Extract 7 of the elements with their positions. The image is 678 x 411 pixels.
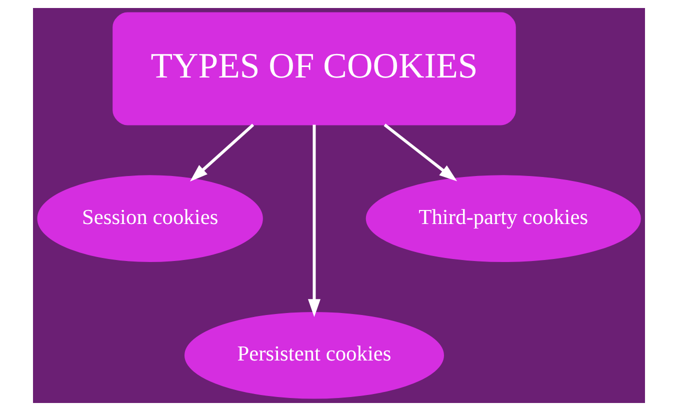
arrow — [308, 124, 320, 317]
node-box: TYPES OF COOKIES — [112, 12, 516, 126]
arrow — [384, 124, 458, 182]
node-ellipse: Third-party cookies — [366, 175, 641, 262]
node-ellipse: Persistent cookies — [184, 312, 444, 399]
arrow — [190, 124, 254, 182]
node-ellipse: Session cookies — [37, 175, 263, 262]
